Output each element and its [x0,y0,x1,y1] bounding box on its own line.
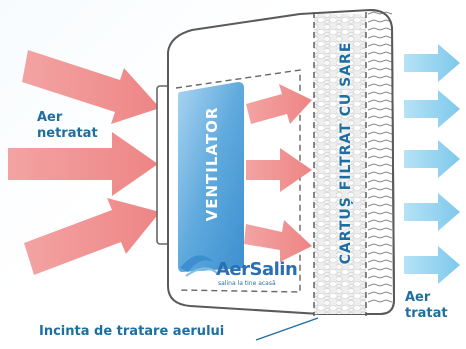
fan-label: VENTILATOR [203,106,221,222]
brand-logo-tagline: salina la tine acasă [218,280,276,287]
outgoing-arrow-4 [404,193,460,231]
filter-cartridge-label: CARTUȘ FILTRAT CU SARE [338,41,354,265]
outgoing-arrow-5 [404,246,460,284]
outgoing-arrow-3 [404,140,460,178]
untreated-air-label: Aer netratat [37,110,98,142]
salt-filter-cartridge [314,14,366,314]
incoming-arrow-bottom [24,198,160,275]
outgoing-arrow-2 [404,90,460,128]
internal-air-arrows [244,84,312,262]
untreated-air-label-line-2: netratat [37,126,98,141]
untreated-air-label-line-1: Aer [37,110,63,125]
treated-air-label-line-1: Aer [405,290,431,305]
logo-wave-icon [180,255,214,272]
outgoing-air-arrows [404,44,460,284]
chamber-dashed-outline [175,69,301,293]
outlet-grille [368,12,392,312]
internal-arrow-top [246,84,312,124]
internal-arrow-bottom [244,220,312,262]
fan-unit [178,82,244,272]
housing-right-edge [369,9,396,315]
internal-arrow-middle [246,148,312,192]
logo-wave-icon-secondary [185,267,219,277]
chamber-pointer-line [255,317,319,341]
treatment-chamber-label: Incinta de tratare aerului [39,324,225,339]
incoming-arrow-middle [8,132,158,196]
incoming-arrow-top [22,50,160,124]
outgoing-arrow-1 [404,44,460,82]
brand-logo-name: AerSalin [216,259,298,280]
incoming-air-arrows [8,50,160,275]
treated-air-label-line-2: tratat [405,306,448,321]
outlet-grille-slats [367,11,393,303]
treated-air-label: Aer tratat [405,290,448,322]
